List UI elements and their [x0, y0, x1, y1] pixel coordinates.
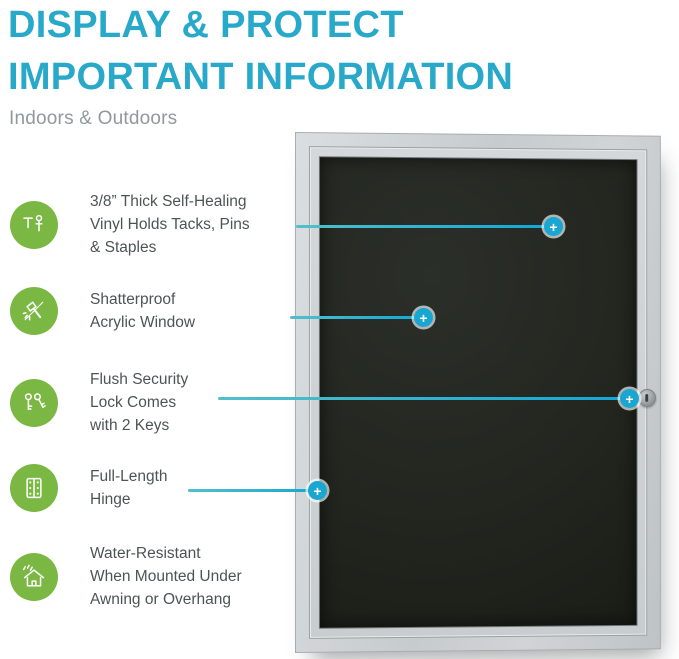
feature-line: 3/8” Thick Self-Healing — [90, 193, 247, 210]
feature-line: Full-Length — [90, 468, 168, 485]
feature-hinge: Full-Length Hinge — [10, 464, 300, 512]
feature-line: Acrylic Window — [90, 314, 196, 331]
plus-icon: + — [313, 482, 322, 499]
feature-line: Hinge — [90, 491, 131, 508]
feature-shatterproof-window: Shatterproof Acrylic Window — [10, 287, 300, 335]
callout-line-hinge — [188, 489, 318, 492]
feature-text: Full-Length Hinge — [90, 465, 168, 511]
feature-text: Flush Security Lock Comes with 2 Keys — [90, 368, 188, 437]
feature-vinyl-surface: 3/8” Thick Self-Healing Vinyl Holds Tack… — [10, 190, 300, 259]
feature-line: Shatterproof — [90, 291, 176, 308]
plus-icon: + — [625, 390, 634, 407]
feature-line: & Staples — [90, 239, 157, 256]
plus-icon: + — [419, 309, 428, 326]
feature-line: Water-Resistant — [90, 545, 201, 562]
callout-line-lock — [218, 397, 630, 400]
title-line-1: DISPLAY & PROTECT — [8, 4, 404, 46]
feature-line: Awning or Overhang — [90, 591, 232, 608]
shatterproof-hammer-icon — [10, 287, 58, 335]
callout-line-vinyl — [296, 225, 553, 228]
feature-security-lock: Flush Security Lock Comes with 2 Keys — [10, 368, 300, 437]
feature-line: Vinyl Holds Tacks, Pins — [90, 216, 250, 233]
plus-marker-hinge: + — [308, 481, 327, 500]
feature-line: with 2 Keys — [90, 417, 170, 434]
feature-line: Lock Comes — [90, 394, 177, 411]
callout-line-window — [290, 316, 424, 319]
feature-water-resistant: Water-Resistant When Mounted Under Awnin… — [10, 542, 300, 611]
feature-text: 3/8” Thick Self-Healing Vinyl Holds Tack… — [90, 190, 250, 259]
plus-marker-lock: + — [620, 389, 639, 408]
feature-text: Water-Resistant When Mounted Under Awnin… — [90, 542, 242, 611]
feature-text: Shatterproof Acrylic Window — [90, 288, 195, 334]
keys-icon — [10, 378, 58, 427]
bulletin-board — [295, 132, 661, 653]
water-resistant-house-icon — [10, 552, 58, 601]
title-line-2: IMPORTANT INFORMATION — [8, 56, 514, 98]
plus-marker-window: + — [414, 308, 433, 327]
plus-marker-vinyl: + — [544, 217, 563, 236]
feature-line: Flush Security — [90, 371, 189, 388]
keyhole — [645, 393, 649, 402]
subtitle: Indoors & Outdoors — [9, 108, 178, 129]
plus-icon: + — [549, 218, 558, 235]
security-lock — [638, 389, 656, 407]
pins-icon — [10, 200, 58, 249]
hinge-icon — [10, 464, 58, 512]
feature-line: When Mounted Under — [90, 568, 242, 585]
